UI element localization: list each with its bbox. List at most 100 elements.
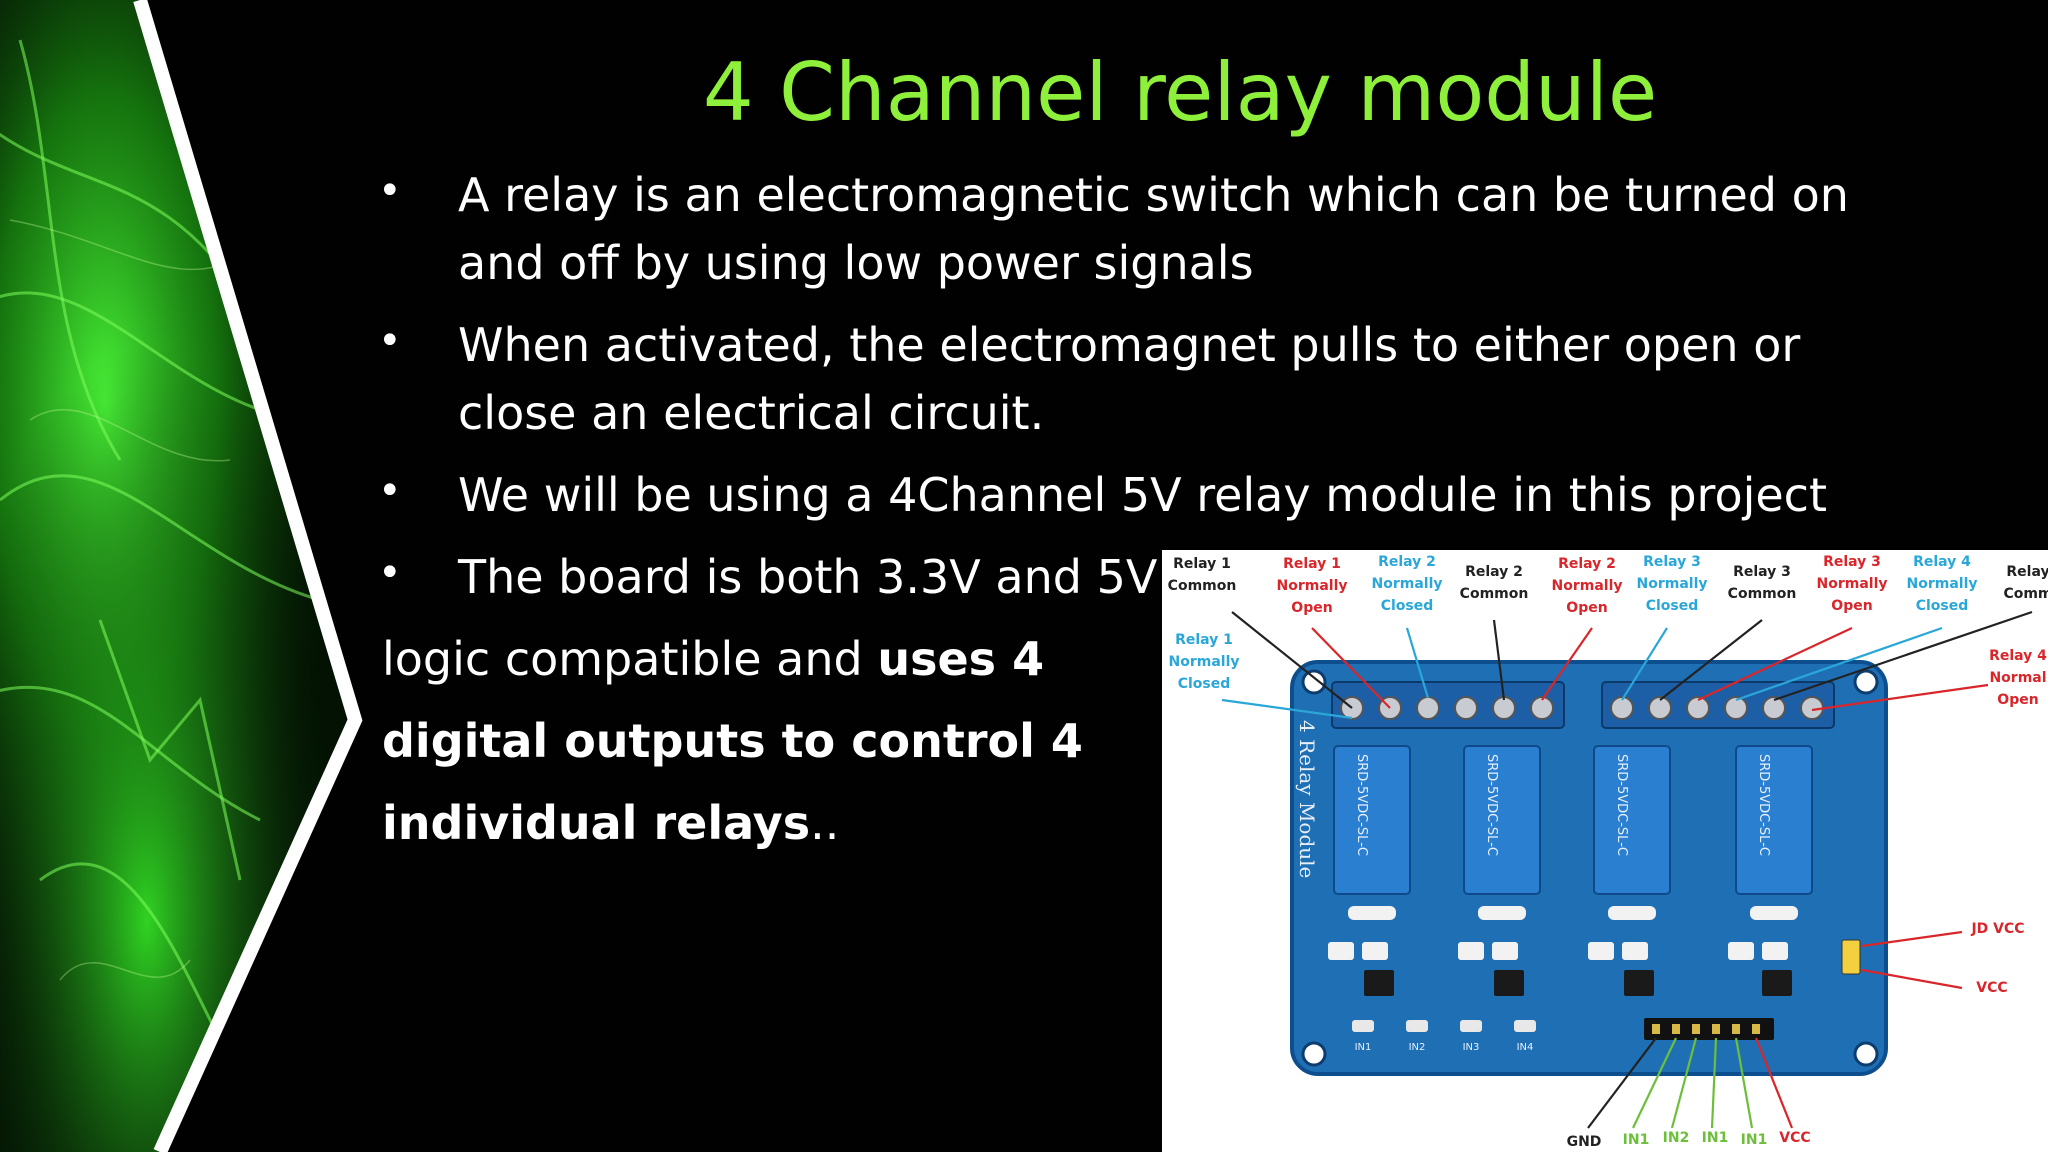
- relay-part-number: SRD-5VDC-SL-C: [1484, 754, 1499, 856]
- label-line: Normally: [1817, 576, 1888, 592]
- continuation-bold: uses 4: [877, 632, 1045, 686]
- screw-terminals-right: [1601, 681, 1835, 729]
- led-label: IN4: [1517, 1042, 1534, 1053]
- bottom-label-vcc: VCC: [1779, 1130, 1810, 1146]
- label-line: Relay 4: [1989, 648, 2047, 664]
- relay-1: SRD-5VDC-SL-C: [1333, 745, 1411, 895]
- label-line: Closed: [1381, 598, 1434, 614]
- label-line: Normal: [1989, 670, 2046, 686]
- label-line: Open: [1831, 598, 1872, 614]
- bullet-4-line-1: The board is both 3.3V and 5V: [458, 550, 1158, 604]
- continuation-line-3: individual relays..: [382, 789, 839, 857]
- label-line: Relay 2: [1378, 554, 1436, 570]
- slide-title: 4 Channel relay module: [702, 46, 1658, 139]
- label-line: Normally: [1277, 578, 1348, 594]
- mounting-hole: [1301, 1041, 1327, 1067]
- continuation-bold: digital outputs to control 4: [382, 714, 1083, 768]
- label-line: Relay 3: [1733, 564, 1791, 580]
- label-line: Normally: [1907, 576, 1978, 592]
- led-indicators: [1352, 1020, 1536, 1032]
- top-label-5: Relay 2 Normally Open: [1552, 556, 1623, 616]
- screw-terminals-left: [1331, 681, 1565, 729]
- relay-3: SRD-5VDC-SL-C: [1593, 745, 1671, 895]
- jd-vcc-label: JD VCC: [1970, 921, 2024, 937]
- header-pin-tips: [1652, 1024, 1760, 1034]
- label-line: Open: [1566, 600, 1607, 616]
- optocouplers: [1364, 970, 1792, 996]
- label-line: Relay 2: [1558, 556, 1616, 572]
- label-line: Normally: [1552, 578, 1623, 594]
- mounting-hole: [1853, 1041, 1879, 1067]
- top-label-4: Relay 2 Common: [1460, 564, 1529, 602]
- continuation-line-1: logic compatible and uses 4: [382, 625, 1044, 693]
- bullet-2-line-1: When activated, the electromagnet pulls …: [458, 318, 1801, 372]
- top-label-8: Relay 3 Normally Open: [1817, 554, 1888, 614]
- label-line: Open: [1291, 600, 1332, 616]
- green-abstract-background-art: [0, 0, 363, 1152]
- board-components: [1328, 906, 1798, 960]
- bullet-3-line-1: We will be using a 4Channel 5V relay mod…: [458, 468, 1827, 522]
- label-line: Common: [1168, 578, 1237, 594]
- top-label-6: Relay 3 Normally Closed: [1637, 554, 1708, 614]
- continuation-bold: individual relays: [382, 796, 811, 850]
- top-label-2: Relay 1 Normally Open: [1277, 556, 1348, 616]
- label-line: Normally: [1169, 654, 1240, 670]
- led-label: IN1: [1355, 1042, 1372, 1053]
- label-line: Relay 2: [1465, 564, 1523, 580]
- bottom-label-in: IN1: [1623, 1132, 1650, 1148]
- relay-module-svg: 4 Relay Module SRD-5VDC-SL-C SRD-5VDC-SL…: [1168, 554, 2048, 1150]
- relay-part-number: SRD-5VDC-SL-C: [1614, 754, 1629, 856]
- relay-module-diagram: 4 Relay Module SRD-5VDC-SL-C SRD-5VDC-SL…: [1162, 550, 2048, 1152]
- label-line: Closed: [1646, 598, 1699, 614]
- mounting-hole: [1301, 669, 1327, 695]
- jumper: [1841, 939, 1861, 975]
- continuation-line-2: digital outputs to control 4: [382, 707, 1083, 775]
- left-label: Relay 1 Normally Closed: [1169, 632, 1240, 692]
- label-line: Normally: [1637, 576, 1708, 592]
- relay-part-number: SRD-5VDC-SL-C: [1354, 754, 1369, 856]
- label-line: Common: [1460, 586, 1529, 602]
- led-label: IN3: [1463, 1042, 1480, 1053]
- bullet-dot: •: [378, 318, 402, 364]
- relay-2: SRD-5VDC-SL-C: [1463, 745, 1541, 895]
- input-header-pins: [1644, 1018, 1774, 1040]
- label-line: Normally: [1372, 576, 1443, 592]
- top-label-3: Relay 2 Normally Closed: [1372, 554, 1443, 614]
- top-label-1: Relay 1 Common: [1168, 556, 1237, 594]
- relay-4: SRD-5VDC-SL-C: [1735, 745, 1813, 895]
- right-label: Relay 4 Normal Open: [1989, 648, 2047, 708]
- label-line: Closed: [1916, 598, 1969, 614]
- bullet-1-line-1: A relay is an electromagnetic switch whi…: [458, 168, 1849, 222]
- bottom-label-gnd: GND: [1567, 1134, 1602, 1150]
- bottom-label-in: IN1: [1702, 1130, 1729, 1146]
- vcc-label: VCC: [1976, 980, 2007, 996]
- label-line: Relay 1: [1173, 556, 1231, 572]
- bullet-dot: •: [378, 168, 402, 214]
- bullet-dot: •: [378, 468, 402, 514]
- bottom-label-in: IN2: [1663, 1130, 1690, 1146]
- label-line: Closed: [1178, 676, 1231, 692]
- bullet-2-line-2: close an electrical circuit.: [458, 386, 1045, 440]
- bullet-1-line-2: and off by using low power signals: [458, 236, 1254, 290]
- led-label: IN2: [1409, 1042, 1426, 1053]
- top-label-7: Relay 3 Common: [1728, 564, 1797, 602]
- board-label: 4 Relay Module: [1295, 720, 1319, 878]
- bullet-dot: •: [378, 550, 402, 596]
- top-label-9: Relay 4 Normally Closed: [1907, 554, 1978, 614]
- bottom-label-in: IN1: [1741, 1132, 1768, 1148]
- relay-part-number: SRD-5VDC-SL-C: [1756, 754, 1771, 856]
- label-line: Relay 3: [1823, 554, 1881, 570]
- label-line: Common: [1728, 586, 1797, 602]
- top-label-10: Relay Comm: [2003, 564, 2048, 602]
- label-line: Relay 4: [1913, 554, 1971, 570]
- leader-lines: [1221, 610, 2033, 1129]
- continuation-plain: ..: [810, 796, 840, 850]
- continuation-plain: logic compatible and: [382, 632, 878, 686]
- label-line: Relay 3: [1643, 554, 1701, 570]
- label-line: Comm: [2003, 586, 2048, 602]
- white-diagonal-divider: [133, 0, 363, 1152]
- mounting-hole: [1853, 669, 1879, 695]
- label-line: Open: [1997, 692, 2038, 708]
- label-line: Relay 1: [1175, 632, 1233, 648]
